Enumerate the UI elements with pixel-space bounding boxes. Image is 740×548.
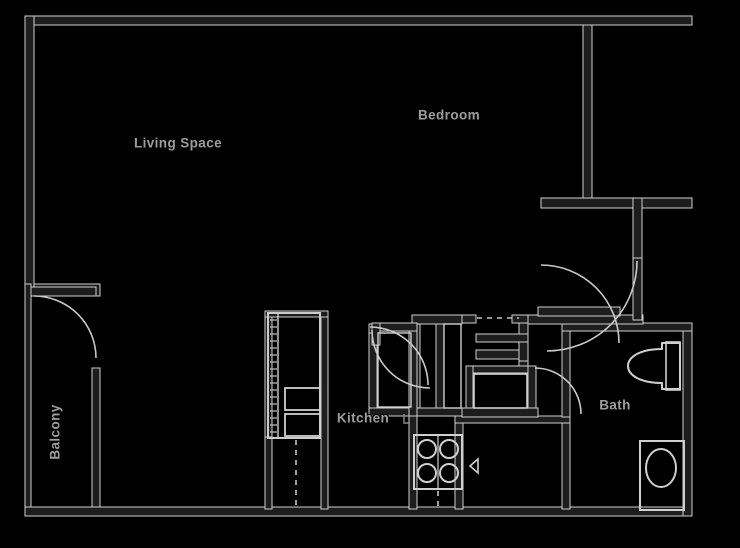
door-leaf-group [30, 257, 643, 418]
kitchen-sink-counter-strip [267, 312, 279, 439]
door-swing-laundry [534, 367, 582, 415]
wall-closet-top [411, 314, 463, 325]
closet-units [377, 323, 462, 409]
closet-panel-right [443, 323, 462, 409]
laundry-unit [473, 373, 528, 409]
wall-hall-shelf [475, 333, 529, 343]
door-swing-entry-b [540, 264, 620, 344]
bath-toilet [627, 341, 681, 391]
wall-entry-right-upper [632, 197, 643, 265]
wall-exterior-top [24, 15, 693, 26]
cabinet-dashed-group [295, 317, 519, 506]
range-burner-2 [439, 439, 459, 459]
range-burner-1 [417, 439, 437, 459]
room-label-bath: Bath [599, 398, 631, 413]
wall-entry-top [540, 197, 693, 209]
room-label-balcony: Balcony [48, 404, 63, 459]
toilet-bowl [627, 342, 681, 390]
kitchen-range [413, 434, 463, 490]
range-burner-3 [417, 463, 437, 483]
door-leaf-balcony [30, 286, 97, 297]
wall-midblock-right-2 [561, 415, 571, 510]
kitchen-sink-basin-upper [284, 387, 321, 411]
wall-kitchen-left-lower [264, 436, 273, 510]
wall-closet-div-2 [435, 323, 445, 409]
wall-laundry-top [465, 365, 529, 374]
wall-balcony-left [24, 283, 32, 517]
room-label-group: Living Space Bedroom Balcony Kitchen Bat… [46, 106, 631, 461]
range-body [413, 434, 463, 490]
wall-kitchen-right [320, 310, 329, 510]
laundry-panel [473, 373, 528, 409]
door-swing-entry-a [546, 260, 638, 352]
room-label-living-space: Living Space [134, 136, 222, 151]
vanity-basin [645, 448, 677, 488]
closet-panel-left [377, 332, 412, 408]
wall-balcony-divider [91, 367, 101, 517]
toilet-tank [665, 341, 681, 391]
door-swing-balcony [33, 295, 97, 359]
wall-bath-left [561, 322, 571, 418]
wall-exterior-bottom [24, 506, 693, 517]
door-swing-kitchen-arc [371, 329, 431, 389]
room-label-kitchen: Kitchen [337, 411, 389, 426]
wall-exterior-left-upper [24, 15, 35, 291]
dimension-tick-icon [403, 414, 410, 424]
bath-vanity [639, 440, 685, 511]
range-burner-4 [439, 463, 459, 483]
kitchen-sink [267, 312, 321, 439]
room-label-bedroom: Bedroom [418, 108, 480, 123]
wall-range-niche-left [408, 322, 418, 417]
wall-bedroom-right [582, 24, 593, 209]
appliance-handle-icon [468, 457, 479, 475]
door-leaf-laundry [461, 407, 539, 418]
door-leaf-entry-a [537, 306, 621, 317]
wall-hall-head-left [461, 314, 477, 324]
wall-hall-shelf-2 [475, 349, 520, 360]
vanity-counter [639, 440, 685, 511]
kitchen-sink-basin-lower [284, 413, 321, 437]
wall-hall-stub-right [511, 314, 529, 324]
kitchen-sink-hatch [270, 319, 277, 433]
